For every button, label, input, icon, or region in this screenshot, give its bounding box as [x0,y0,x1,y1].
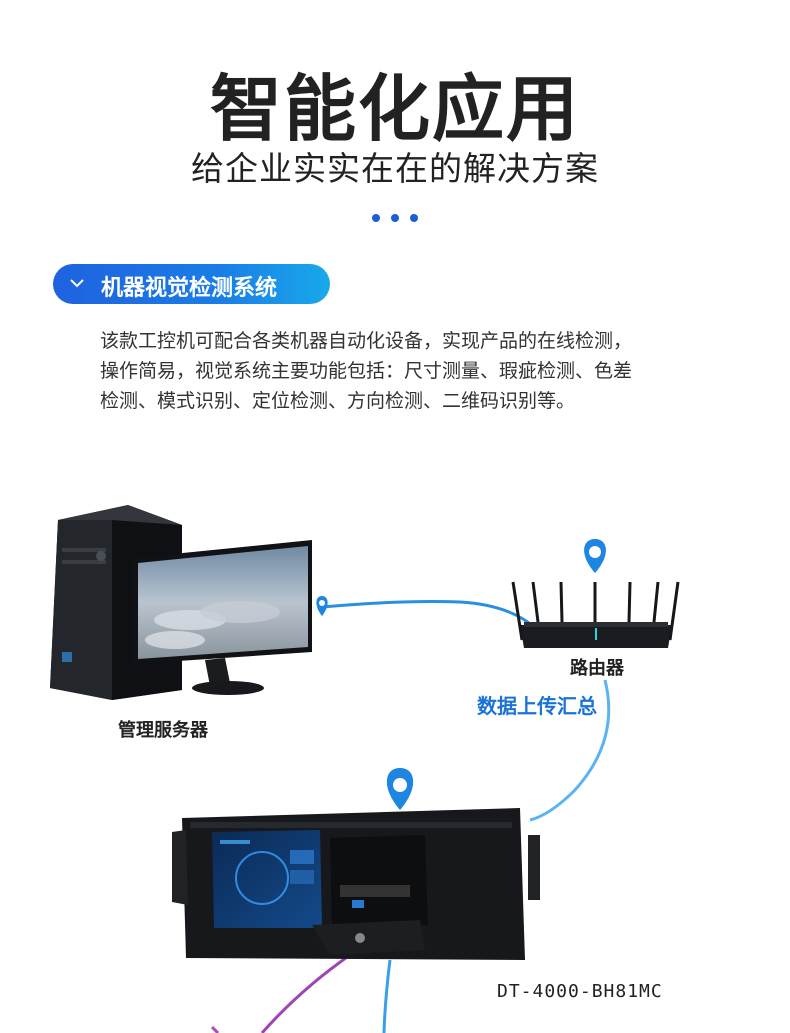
link-router-device [529,679,611,822]
router-label: 路由器 [570,658,624,679]
decorative-dots [372,214,418,224]
location-pin-icon [386,768,414,810]
description-line: 检测、模式识别、定位检测、方向检测、二维码识别等。 [100,390,576,412]
device-model-label: DT-4000-BH81MC [497,981,663,1002]
location-pin-icon [584,539,606,573]
router-image [511,581,680,648]
link-server-router [321,600,537,630]
description-line: 操作简易，视觉系统主要功能包括：尺寸测量、瑕疵检测、色差 [100,360,633,382]
page-title: 智能化应用 [209,67,580,151]
link-device-down-purple [260,953,351,1033]
rack-device-image [172,808,540,960]
page-subtitle: 给企业实实在在的解决方案 [191,149,599,188]
chevron-down-icon [70,279,84,288]
upload-label: 数据上传汇总 [477,694,597,718]
description-text: 该款工控机可配合各类机器自动化设备，实现产品的在线检测， 操作简易，视觉系统主要… [100,326,710,416]
description-line: 该款工控机可配合各类机器自动化设备，实现产品的在线检测， [100,330,633,352]
server-label: 管理服务器 [118,720,208,741]
location-pin-icon [316,596,328,616]
section-header-pill: 机器视觉检测系统 [53,264,330,304]
link-device-down-blue [382,959,392,1033]
monitor-image [133,540,312,695]
section-title: 机器视觉检测系统 [101,276,278,301]
